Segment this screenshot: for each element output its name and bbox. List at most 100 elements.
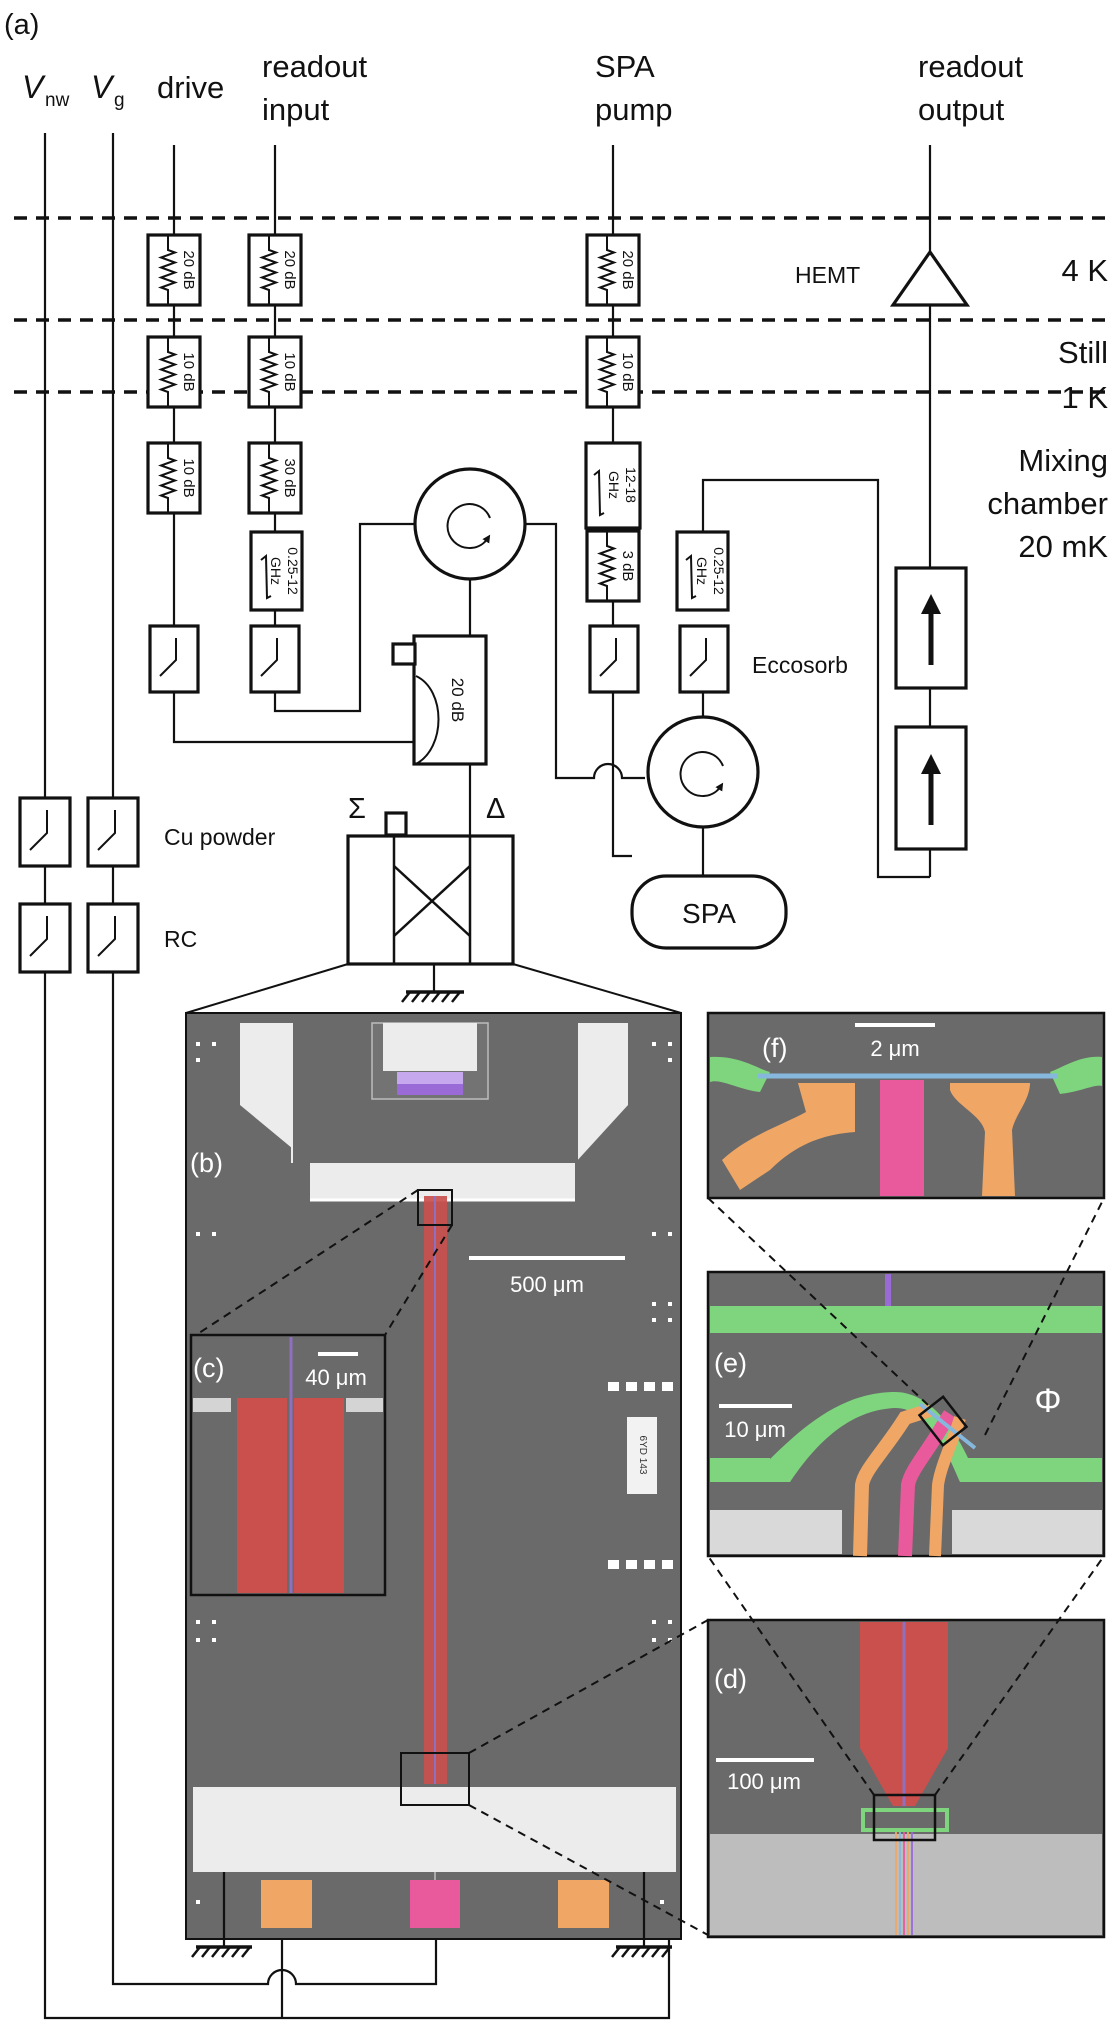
scale-bar-e: 10 μm	[724, 1417, 786, 1442]
pump-lowpass-filter	[588, 624, 640, 694]
spa-box: SPA	[630, 874, 788, 950]
zoom-line-d-bottom	[468, 1804, 709, 1936]
svg-text:0.25-12: 0.25-12	[285, 547, 301, 595]
svg-text:V: V	[91, 69, 115, 105]
eccosorb-filter	[678, 624, 730, 694]
readout-output-label-1: readout	[918, 49, 1024, 84]
hemt-amplifier	[889, 249, 971, 307]
panel-c-inset: 40 μm (c)	[189, 1333, 387, 1597]
hemt-label: HEMT	[795, 262, 860, 288]
svg-text:10 dB: 10 dB	[281, 352, 298, 391]
stage-label-still-2: 1 K	[1061, 380, 1108, 415]
flux-symbol: Φ	[1034, 1382, 1061, 1420]
svg-text:GHz: GHz	[694, 557, 710, 585]
stage-label-mxc-3: 20 mK	[1018, 529, 1108, 564]
pump-bandpass-filter: 12-18 GHz	[584, 441, 642, 530]
scale-bar-c: 40 μm	[305, 1365, 367, 1390]
svg-text:3 dB: 3 dB	[619, 551, 636, 582]
attenuator-drive-3: 10 dB	[146, 441, 202, 515]
svg-text:10 dB: 10 dB	[619, 352, 636, 391]
zoom-line-c-top	[195, 1189, 419, 1336]
stage-label-mxc-1: Mixing	[1018, 443, 1108, 478]
rc-label: RC	[164, 926, 197, 952]
cu-powder-filter-vnw	[18, 796, 72, 868]
cu-powder-label: Cu powder	[164, 824, 276, 850]
ground-symbol-bottom-right	[611, 1872, 672, 1958]
stage-label-mxc-2: chamber	[987, 486, 1108, 521]
panel-f-inset: 2 μm (f)	[706, 1011, 1106, 1200]
attenuator-pump-3: 3 dB	[585, 529, 641, 603]
svg-text:30 dB: 30 dB	[281, 458, 298, 497]
chip-id-label: 6YD 143	[637, 1436, 648, 1475]
attenuator-drive-1: 20 dB	[146, 233, 202, 307]
hybrid-coupler	[346, 811, 515, 966]
cu-powder-filter-vg	[86, 796, 140, 868]
spa-pump-label-2: pump	[595, 92, 673, 127]
directional-coupler: 20 dB	[391, 634, 488, 766]
readout-input-label-2: input	[262, 92, 330, 127]
readout-bandpass-filter: 0.25-12 GHz	[249, 530, 304, 612]
svg-text:10 dB: 10 dB	[180, 458, 197, 497]
output-bandpass-filter: 0.25-12 GHz	[675, 530, 730, 612]
scale-bar-f: 2 μm	[870, 1036, 919, 1061]
spa-circulator	[646, 715, 760, 829]
zoom-line-c-bottom	[384, 1224, 453, 1336]
readout-circulator	[413, 467, 527, 581]
attenuators: 20 dB 10 dB 10 dB 20 dB 10 dB 30 dB 20 dB 10 dB…	[146, 233, 641, 603]
isolator-lower	[894, 725, 968, 851]
panel-label-a: (a)	[4, 9, 39, 41]
scale-bar-b: 500 μm	[510, 1272, 584, 1297]
svg-text:V: V	[22, 69, 46, 105]
attenuator-pump-1: 20 dB	[585, 233, 641, 307]
ground-symbol-bottom-left	[191, 1872, 252, 1958]
readout-input-wire	[273, 145, 414, 713]
svg-text:20 dB: 20 dB	[281, 250, 298, 289]
readout-lowpass-filter	[249, 624, 301, 694]
drive-label: drive	[157, 70, 224, 105]
svg-text:nw: nw	[45, 90, 70, 111]
svg-text:20 dB: 20 dB	[619, 250, 636, 289]
attenuator-readout-3: 30 dB	[247, 441, 303, 515]
svg-text:20 dB: 20 dB	[448, 678, 467, 722]
panel-e-inset: 10 μm (e) Φ	[706, 1270, 1106, 1558]
delta-port-label: Δ	[486, 793, 505, 825]
scale-bar-d: 100 μm	[727, 1769, 801, 1794]
vg-label: V g	[91, 69, 125, 111]
stage-label-still-1: Still	[1058, 335, 1108, 370]
sigma-port-label: Σ	[348, 793, 366, 825]
svg-text:SPA: SPA	[682, 898, 736, 929]
panel-label-c: (c)	[193, 1353, 224, 1383]
zoom-line-e-left	[707, 1555, 875, 1796]
circ1-to-circ2-wire	[525, 522, 645, 780]
rc-filter-vnw	[18, 902, 72, 974]
svg-text:10 dB: 10 dB	[180, 352, 197, 391]
vnw-label: V nw	[22, 69, 70, 111]
svg-text:0.25-12: 0.25-12	[711, 547, 727, 595]
zoom-line-f-right	[984, 1197, 1105, 1436]
ground-symbol-top	[401, 990, 464, 1003]
drive-lowpass-filter	[148, 624, 200, 694]
panel-label-b: (b)	[190, 1148, 223, 1178]
attenuator-drive-2: 10 dB	[146, 335, 202, 409]
zoom-line-d-top	[468, 1619, 709, 1754]
svg-text:GHz: GHz	[606, 471, 622, 499]
panel-label-f: (f)	[762, 1033, 787, 1063]
panel-b-chip: 6YD 143 500 μm (b)	[185, 1012, 682, 1940]
eccosorb-label: Eccosorb	[752, 652, 848, 678]
spa-pump-label-1: SPA	[595, 49, 655, 84]
attenuator-readout-2: 10 dB	[247, 335, 303, 409]
readout-input-label-1: readout	[262, 49, 368, 84]
isolator-upper	[894, 566, 968, 690]
panel-label-e: (e)	[714, 1348, 747, 1378]
svg-text:g: g	[114, 90, 125, 111]
attenuator-pump-2: 10 dB	[585, 335, 641, 409]
zoom-line-chip-right	[512, 963, 682, 1014]
attenuator-readout-1: 20 dB	[247, 233, 303, 307]
svg-text:20 dB: 20 dB	[180, 250, 197, 289]
svg-text:12-18: 12-18	[623, 467, 639, 503]
rc-filter-vg	[86, 902, 140, 974]
output-routing-wire	[701, 478, 930, 879]
svg-text:GHz: GHz	[268, 557, 284, 585]
zoom-line-e-right	[934, 1555, 1105, 1796]
